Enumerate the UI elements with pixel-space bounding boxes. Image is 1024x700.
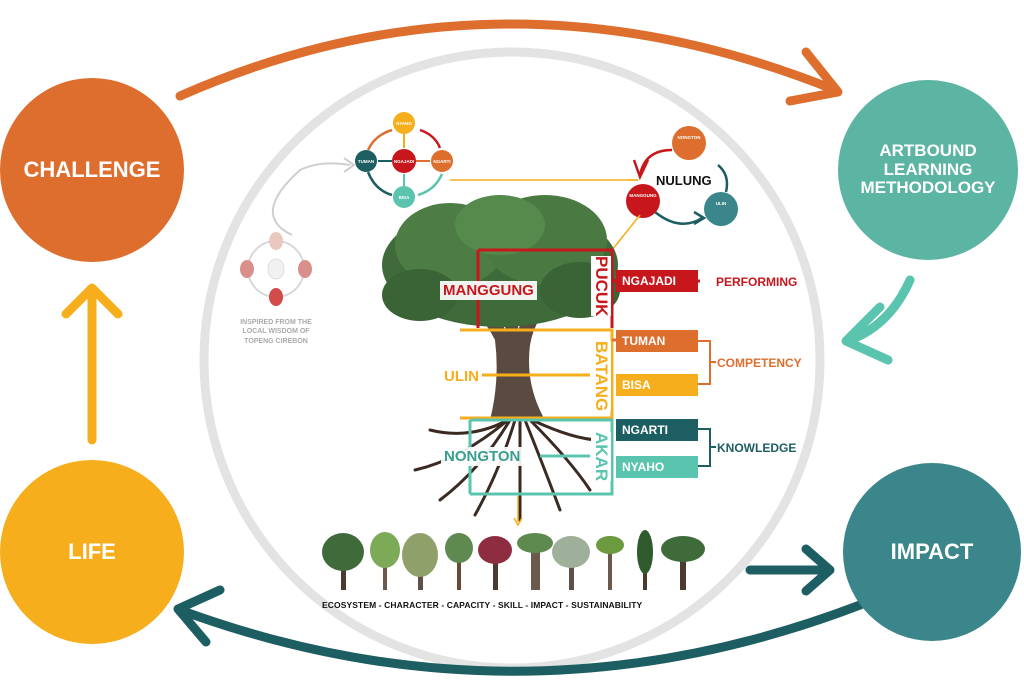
node-ngarti [431, 150, 453, 172]
impact-label: IMPACT [890, 538, 974, 564]
arc-arrow-top [175, 19, 840, 101]
nyaho-box: NYAHO [616, 456, 698, 478]
tree-icon-7 [552, 536, 590, 590]
node-ulin [704, 192, 738, 226]
node-bisa [393, 186, 415, 208]
small-cycle: NYAHO TUMAN NGAJADI NGARTI BISA [355, 112, 453, 208]
ngarti-box: NGARTI [616, 419, 698, 441]
node-nongton [672, 126, 706, 160]
arc-arrow-right [845, 275, 915, 345]
mask-icon [240, 260, 254, 278]
tree-icon-5 [478, 536, 512, 590]
challenge-circle: CHALLENGE [0, 78, 184, 262]
mask-icon [267, 258, 285, 280]
mask-cycle [240, 157, 356, 306]
nongton-label: NONGTON [441, 447, 524, 466]
nulung-cycle: NONGTON MANGGUNG ULIN [611, 126, 738, 251]
mask-icon [298, 260, 312, 278]
arrowhead-top [785, 47, 843, 106]
node-tuman [355, 150, 377, 172]
tree-row [322, 530, 705, 590]
tree-illustration [382, 195, 620, 522]
tree-icon-10 [661, 536, 705, 590]
tree-icon-2 [370, 532, 400, 590]
bottom-caption: ECOSYSTEM - CHARACTER - CAPACITY - SKILL… [322, 600, 643, 610]
bisa-box: BISA [616, 374, 698, 396]
tree-icon-4 [445, 533, 473, 590]
node-nyaho [393, 112, 415, 134]
nyaho-label: NYAHO [622, 460, 665, 474]
arc-arrow-bottom [175, 600, 865, 676]
competency-label: COMPETENCY [717, 356, 802, 370]
mask-caption: INSPIRED FROM THE LOCAL WISDOM OF TOPENG… [240, 319, 312, 345]
nulung-title: NULUNG [656, 173, 712, 188]
knowledge-label: KNOWLEDGE [717, 441, 797, 455]
ulin-label: ULIN [441, 367, 482, 386]
mask-icon [269, 232, 283, 250]
performing-label: PERFORMING [716, 275, 798, 289]
nulung-node-label: NONGTON [678, 135, 701, 140]
artbound-circle: ARTBOUND LEARNING METHODOLOGY [838, 80, 1018, 260]
tree-icon-9 [637, 530, 653, 590]
artbound-label: ARTBOUND LEARNING METHODOLOGY [860, 140, 996, 198]
akar-label: AKAR [591, 432, 611, 482]
arrowhead-left [61, 283, 123, 319]
tree-icon-3 [402, 533, 438, 590]
bisa-label: BISA [622, 378, 651, 392]
node-label: TUMAN [358, 159, 374, 164]
node-label: NYAHO [396, 121, 412, 126]
node-label: NGAJADI [394, 159, 414, 164]
node-label: NGARTI [433, 159, 450, 164]
batang-label: BATANG [591, 341, 611, 412]
tree-icon-6 [517, 533, 553, 590]
tree-icon-1 [322, 533, 364, 590]
pucuk-label: PUCUK [591, 256, 611, 317]
challenge-label: CHALLENGE [23, 156, 161, 182]
nulung-node-label: ULIN [716, 201, 727, 206]
ngajadi-label: NGAJADI [622, 274, 677, 288]
tuman-label: TUMAN [622, 334, 666, 348]
node-ngajadi [392, 149, 416, 173]
node-manggung [626, 184, 660, 218]
life-label: LIFE [68, 538, 116, 564]
arrowhead-right [841, 302, 893, 365]
arrowhead-bottom [173, 585, 225, 647]
manggung-label: MANGGUNG [440, 281, 537, 300]
tree-icon-8 [596, 536, 624, 590]
nulung-node-label: MANGGUNG [629, 193, 657, 198]
tuman-box: TUMAN [616, 330, 698, 352]
mask-icon [269, 288, 283, 306]
arrowhead-impact [801, 544, 835, 596]
node-label: BISA [399, 195, 411, 200]
ngajadi-box: NGAJADI [616, 270, 698, 292]
ngarti-label: NGARTI [622, 423, 668, 437]
life-circle: LIFE [0, 460, 184, 644]
impact-circle: IMPACT [843, 463, 1021, 641]
